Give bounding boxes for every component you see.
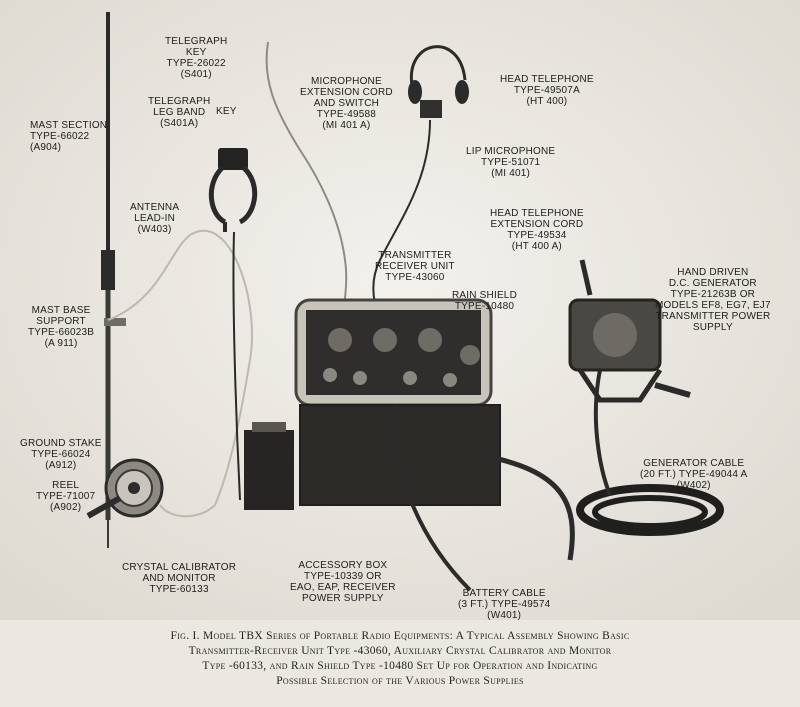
generator-cable-coil [576,484,724,536]
battery-cable-line [479,452,575,561]
caption-line: Possible Selection of the Various Power … [276,675,524,687]
label-generator-cable: GENERATOR CABLE(20 FT.) TYPE-49044 A(W40… [640,458,748,491]
accessory-box-drawing [244,404,501,510]
generator-drawing [568,259,691,403]
head-telephone-drawing [408,45,469,118]
figure-caption: Fig. I. Model TBX Series of Portable Rad… [40,629,760,689]
caption-line: Type -60133, and Rain Shield Type -10480… [202,660,598,672]
caption-line: Transmitter-Receiver Unit Type -43060, A… [188,645,612,657]
telegraph-key-drawing [208,148,258,232]
equipment-illustration [0,0,800,620]
microphone-cord-line [265,41,348,321]
label-battery-cable: BATTERY CABLE(3 FT.) TYPE-49574(W401) [458,588,551,621]
transmitter-receiver-drawing [294,298,493,407]
caption-line: Fig. I. Model TBX Series of Portable Rad… [170,630,630,642]
reel-drawing [86,458,164,519]
antenna-lead-wire [107,229,253,518]
label-key: KEY [216,106,237,117]
